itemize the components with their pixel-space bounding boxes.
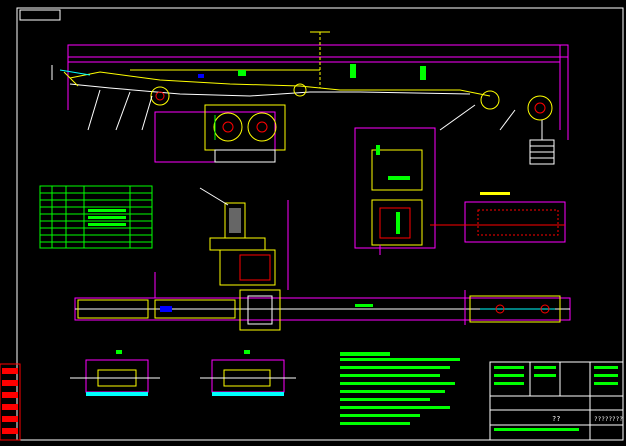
support-detail-left xyxy=(70,350,160,396)
title-block: ?? ???????? xyxy=(489,361,624,441)
motor-reducer-assembly xyxy=(199,187,289,290)
section-view-right xyxy=(354,127,436,255)
support-detail-right xyxy=(200,350,296,396)
conveyor-plan-view xyxy=(74,272,571,331)
revision-strip xyxy=(0,363,21,441)
parts-table xyxy=(39,185,153,249)
technical-notes xyxy=(340,352,460,425)
gearbox-detail xyxy=(204,104,286,163)
plan-detail-right xyxy=(430,192,566,243)
sheet-label: ?? xyxy=(552,415,560,423)
sheet-code: ???????? xyxy=(594,416,623,423)
conveyor-elevation-view xyxy=(51,31,569,165)
